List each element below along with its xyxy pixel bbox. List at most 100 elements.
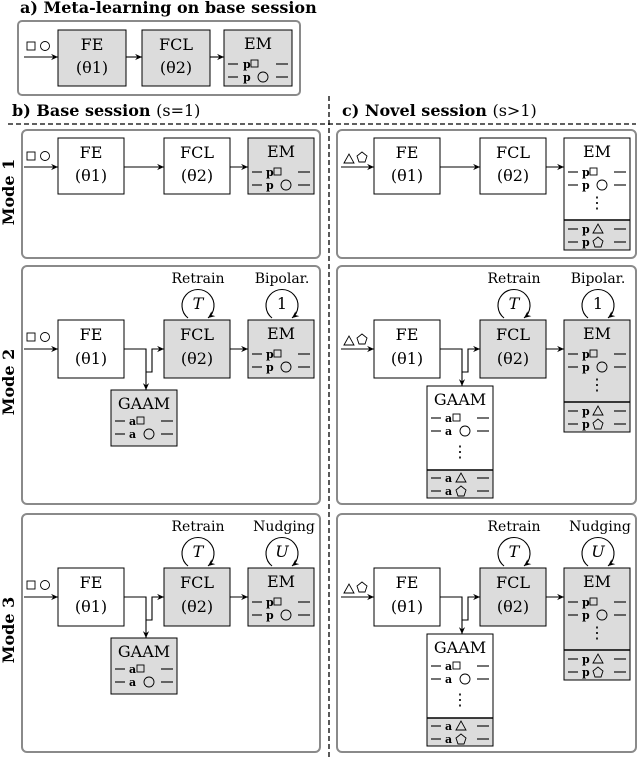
svg-text:FE: FE — [396, 143, 419, 162]
prototype-triangle-entry: p — [568, 405, 626, 418]
panel-mode3-base — [21, 513, 321, 753]
svg-text:(θ2): (θ2) — [181, 166, 213, 185]
input-square-circle — [26, 332, 50, 342]
retrain-label: Retrain — [488, 519, 541, 535]
mode-2-label: Mode 2 — [0, 349, 18, 415]
nudging-loop: U — [581, 536, 616, 567]
svg-text:(θ2): (θ2) — [497, 349, 529, 368]
svg-text:p: p — [243, 71, 251, 84]
svg-text:T: T — [509, 294, 521, 313]
svg-text:p: p — [582, 236, 590, 249]
fe-label: FE — [81, 35, 104, 54]
svg-text:p: p — [582, 666, 590, 679]
em-block-extended: EM p p ⋮ p p — [563, 319, 631, 433]
svg-text:p: p — [243, 58, 251, 71]
svg-text:FCL: FCL — [496, 573, 530, 592]
section-c-title: c) Novel session (s>1) — [342, 101, 537, 120]
gaam-block-extended: GAAM a a ⋮ a a — [426, 385, 494, 499]
svg-text:U: U — [275, 542, 289, 561]
svg-text:(θ1): (θ1) — [75, 349, 107, 368]
panel-mode1-base — [21, 129, 321, 259]
svg-text:T: T — [509, 542, 521, 561]
svg-text:p: p — [582, 179, 590, 192]
prototype-circle-entry: p — [568, 361, 626, 374]
retrain-loop: T — [181, 288, 216, 319]
svg-text:GAAM: GAAM — [434, 390, 486, 409]
fe-block: FE (θ1) — [57, 567, 125, 627]
prototype-square-entry: p — [252, 596, 310, 609]
panel-a — [17, 20, 301, 96]
svg-text:GAAM: GAAM — [434, 638, 486, 657]
input-triangle-pentagon — [343, 333, 368, 346]
panel-mode1-novel — [336, 129, 637, 259]
retrain-loop: T — [497, 288, 532, 319]
attention-square-entry: a — [431, 660, 489, 673]
svg-text:(θ2): (θ2) — [181, 597, 213, 616]
fe-block: FE (θ1) — [57, 29, 127, 87]
svg-text:EM: EM — [583, 142, 611, 161]
prototype-square-entry: p — [228, 58, 288, 71]
ellipsis: ⋮ — [452, 442, 468, 461]
prototype-pentagon-entry: p — [568, 418, 626, 431]
attention-pentagon-entry: a — [431, 733, 489, 746]
panel-mode2-novel — [336, 265, 637, 505]
svg-text:FCL: FCL — [180, 573, 214, 592]
attention-pentagon-entry: a — [431, 485, 489, 498]
fe-block: FE (θ1) — [373, 137, 441, 195]
svg-text:FE: FE — [80, 325, 103, 344]
svg-text:a: a — [445, 425, 452, 438]
prototype-circle-entry: p — [568, 609, 626, 622]
section-b-title: b) Base session (s=1) — [12, 101, 200, 120]
input-square-circle — [26, 151, 50, 161]
svg-text:a: a — [445, 673, 452, 686]
svg-text:EM: EM — [583, 324, 611, 343]
em-block: EM p p — [247, 319, 315, 379]
svg-text:p: p — [266, 596, 274, 609]
fcl-block: FCL (θ2) — [141, 29, 211, 87]
svg-text:p: p — [266, 348, 274, 361]
prototype-pentagon-entry: p — [568, 666, 626, 679]
svg-text:a: a — [445, 720, 452, 733]
em-block-extended: EM p p ⋮ p p — [563, 567, 631, 681]
ellipsis: ⋮ — [452, 690, 468, 709]
svg-text:EM: EM — [583, 572, 611, 591]
panel-mode3-novel — [336, 513, 637, 753]
retrain-label: Retrain — [488, 271, 541, 287]
attention-circle-entry: a — [431, 425, 489, 438]
bipolar-label: Bipolar. — [255, 271, 310, 287]
nudging-label: Nudging — [253, 519, 315, 535]
retrain-loop: T — [497, 536, 532, 567]
svg-text:a: a — [129, 663, 136, 676]
gaam-block: GAAM a a — [110, 389, 178, 447]
gaam-block: GAAM a a — [110, 637, 178, 695]
prototype-square-entry: p — [568, 348, 626, 361]
em-block-extended: EM p p ⋮ p p — [563, 137, 631, 251]
svg-text:p: p — [582, 609, 590, 622]
input-square-circle — [26, 41, 50, 51]
fcl-block: FCL (θ2) — [163, 137, 231, 195]
svg-text:EM: EM — [267, 142, 295, 161]
svg-text:(θ2): (θ2) — [497, 597, 529, 616]
prototype-triangle-entry: p — [568, 653, 626, 666]
arrow-fe-fcl — [146, 345, 164, 373]
svg-text:p: p — [582, 418, 590, 431]
svg-text:a: a — [445, 733, 452, 746]
attention-square-entry: a — [115, 663, 173, 676]
svg-text:(θ2): (θ2) — [181, 349, 213, 368]
attention-square-entry: a — [431, 412, 489, 425]
svg-text:a: a — [445, 660, 452, 673]
attention-circle-entry: a — [115, 676, 173, 689]
svg-text:FCL: FCL — [180, 325, 214, 344]
svg-text:p: p — [582, 405, 590, 418]
svg-text:FE: FE — [396, 573, 419, 592]
section-a-title: a) Meta-learning on base session — [20, 0, 317, 17]
nudging-label: Nudging — [569, 519, 631, 535]
fcl-block: FCL (θ2) — [479, 137, 547, 195]
svg-text:(θ2): (θ2) — [497, 166, 529, 185]
svg-text:a: a — [445, 485, 452, 498]
arrow-fe-fcl — [462, 593, 480, 621]
attention-triangle-entry: a — [431, 720, 489, 733]
prototype-circle-entry: p — [252, 361, 310, 374]
svg-text:a: a — [129, 415, 136, 428]
svg-text:p: p — [582, 653, 590, 666]
